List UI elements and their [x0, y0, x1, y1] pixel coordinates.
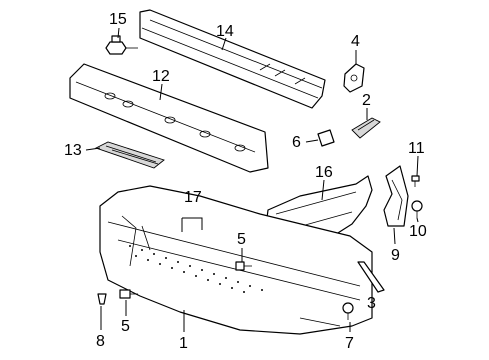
- callout-13: 13: [64, 142, 82, 159]
- part-11-screw: [411, 175, 420, 187]
- callout-14: 14: [216, 23, 234, 40]
- part-5-fastener-upper: [235, 261, 252, 271]
- callout-6: 6: [292, 134, 301, 151]
- callout-10: 10: [409, 223, 427, 240]
- callout-3: 3: [367, 295, 376, 312]
- callout-8: 8: [96, 333, 105, 350]
- part-12-energy-absorber: [69, 63, 269, 173]
- callout-15: 15: [109, 11, 127, 28]
- part-2-clip: [351, 117, 381, 139]
- part-4-bracket: [343, 63, 365, 93]
- part-10-push-pin: [411, 200, 423, 218]
- part-3-stud: [357, 261, 385, 293]
- callout-1: 1: [179, 335, 188, 352]
- part-14-reinforcement-bar: [139, 9, 326, 109]
- step-dots: [129, 245, 263, 293]
- part-7-screw: [342, 302, 354, 320]
- part-6-retainer: [317, 129, 335, 147]
- callout-5-upper: 5: [237, 231, 246, 248]
- leader-lines: [85, 27, 419, 332]
- callout-11: 11: [408, 140, 425, 157]
- callout-4: 4: [351, 33, 360, 50]
- part-8-push-clip: [97, 293, 107, 305]
- part-15-bolt: [105, 35, 138, 55]
- callout-2: 2: [362, 92, 371, 109]
- part-9-splash-shield: [383, 165, 409, 227]
- callout-9: 9: [391, 247, 400, 264]
- part-5-fastener-lower: [119, 289, 138, 299]
- callout-12: 12: [152, 68, 170, 85]
- callout-17: 17: [184, 189, 202, 206]
- part-13-step-pad: [94, 141, 165, 169]
- part-1-bumper-cover: [99, 185, 373, 335]
- callout-5-lower: 5: [121, 318, 130, 335]
- callout-7: 7: [345, 335, 354, 352]
- callout-16: 16: [315, 164, 333, 181]
